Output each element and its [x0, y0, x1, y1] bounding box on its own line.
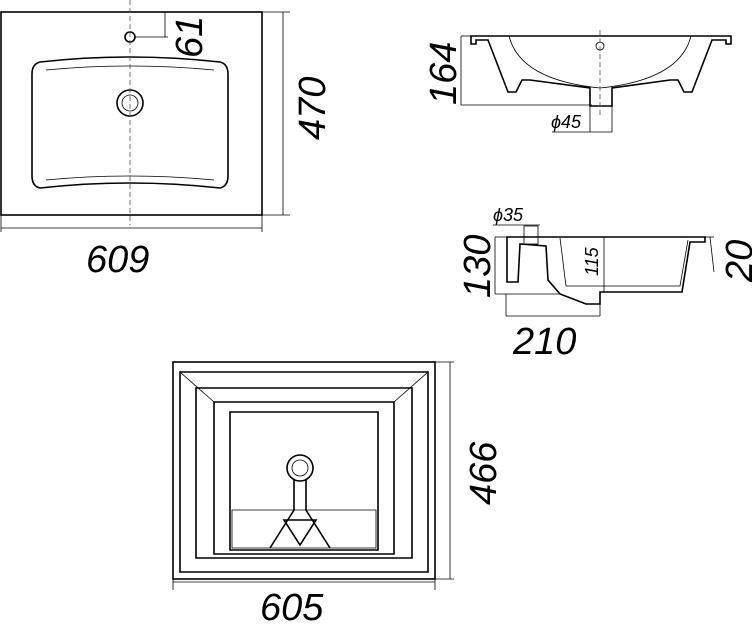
- basin-bowl: [31, 56, 229, 189]
- dim-bottom-depth: 466: [463, 441, 505, 505]
- dim-section-length: 210: [512, 321, 576, 363]
- dim-tap-offset: 61: [169, 16, 211, 58]
- dim-section-height: 130: [457, 235, 499, 298]
- dim-depth: 470: [292, 77, 334, 140]
- dim-drain-diameter: ϕ45: [551, 112, 582, 132]
- dim-width: 609: [86, 239, 149, 281]
- dim-overflow-diameter: ϕ35: [493, 205, 524, 225]
- drain-icon: [286, 454, 314, 482]
- dim-rim: 20: [719, 240, 752, 283]
- section-view: 130 20 115 ϕ35 210: [457, 205, 752, 363]
- top-view-outline: [0, 11, 263, 216]
- top-view: 61 470 609: [0, 0, 334, 281]
- bottom-outline: [172, 361, 436, 580]
- section-profile: [506, 236, 706, 305]
- dim-bowl-depth: 115: [582, 246, 602, 276]
- dim-height: 164: [423, 42, 465, 105]
- dim-bottom-width: 605: [260, 587, 324, 626]
- bottom-view: 466 605: [172, 361, 505, 626]
- side-view: 164 ϕ45: [423, 30, 732, 133]
- side-profile: [470, 35, 732, 107]
